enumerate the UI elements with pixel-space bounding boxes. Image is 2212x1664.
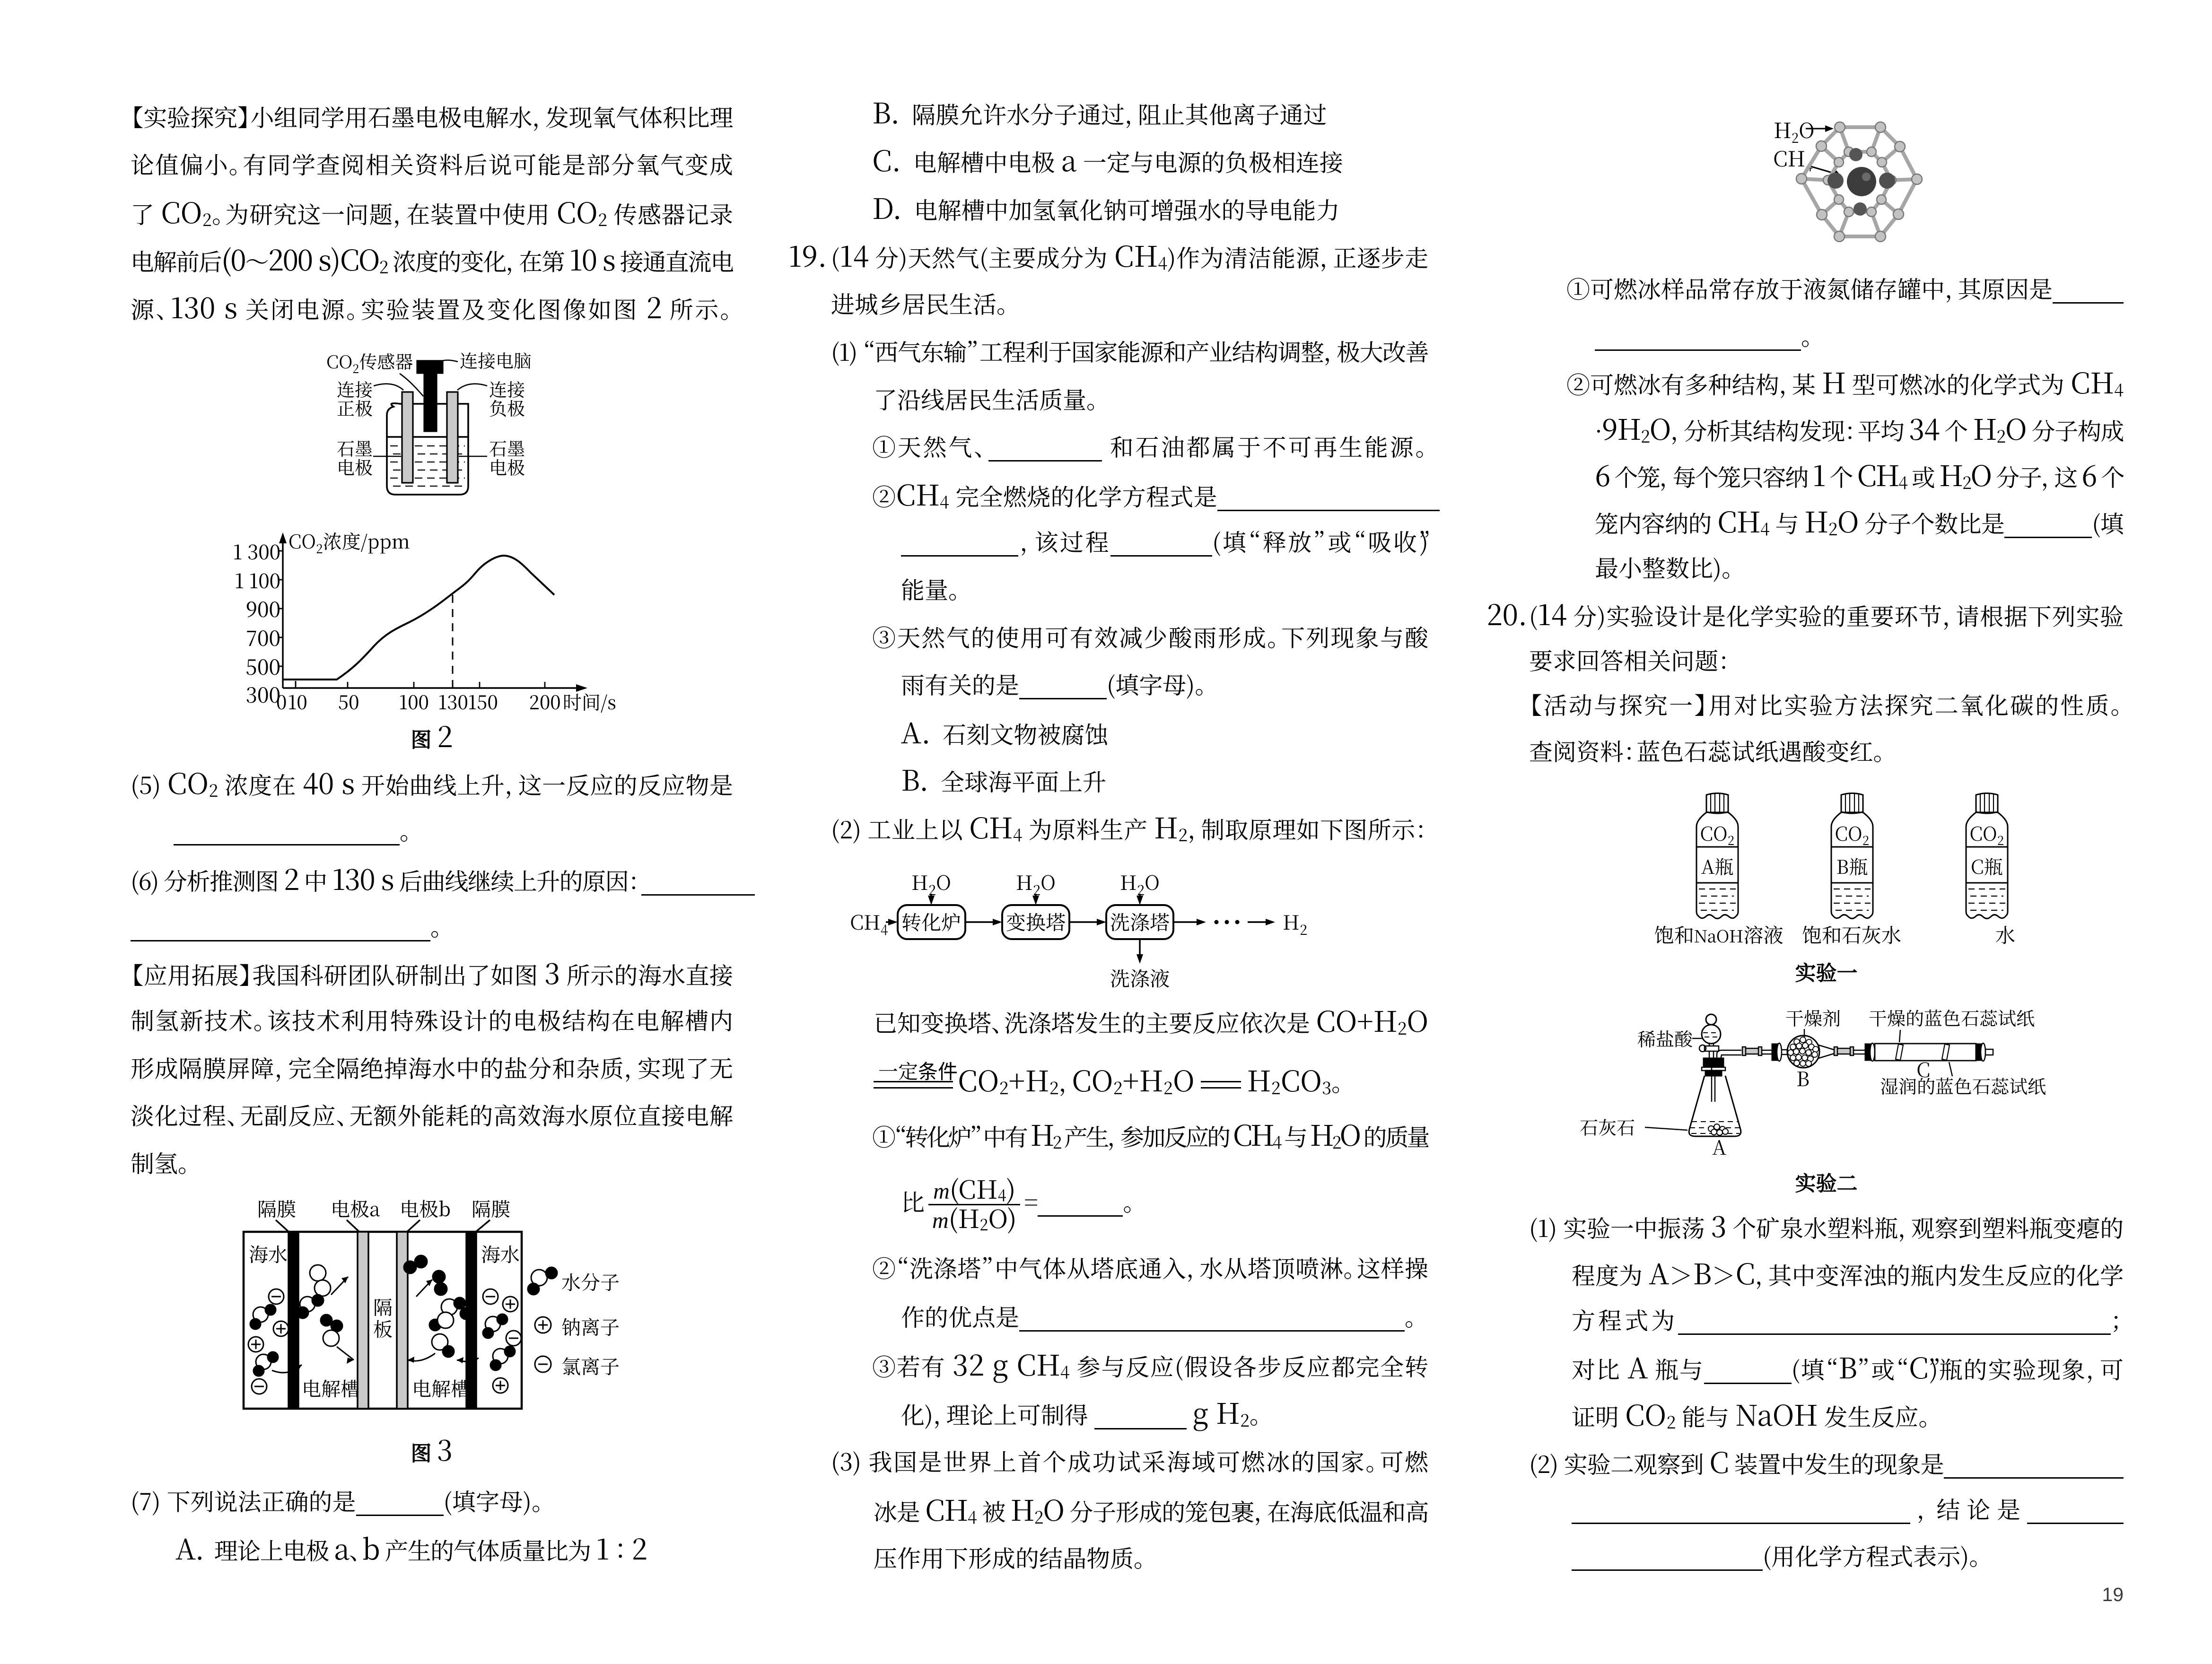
svg-text:饱和石灰水: 饱和石灰水	[1802, 920, 1901, 949]
svg-text:连接: 连接	[337, 375, 373, 401]
svg-text:正极: 正极	[337, 394, 373, 420]
svg-text:A瓶: A瓶	[1701, 853, 1734, 880]
svg-text:1 100: 1 100	[235, 566, 280, 594]
svg-text:干燥的蓝色石蕊试纸: 干燥的蓝色石蕊试纸	[1869, 1004, 2035, 1031]
svg-text:C瓶: C瓶	[1971, 853, 2003, 880]
svg-text:130: 130	[438, 688, 468, 715]
svg-text:电解槽: 电解槽	[302, 1374, 360, 1402]
svg-text:150: 150	[468, 688, 498, 715]
svg-text:电极: 电极	[337, 453, 373, 479]
svg-text:负极: 负极	[489, 394, 525, 420]
svg-text:石墨: 石墨	[489, 435, 525, 461]
svg-text:湿润的蓝色石蕊试纸: 湿润的蓝色石蕊试纸	[1880, 1072, 2046, 1099]
svg-text:1 300: 1 300	[233, 537, 280, 566]
svg-text:变换塔: 变换塔	[1006, 907, 1066, 936]
svg-text:10: 10	[288, 688, 307, 715]
svg-text:500: 500	[245, 651, 280, 681]
svg-text:CO2传感器: CO2传感器	[326, 348, 413, 377]
svg-text:钠离子: 钠离子	[561, 1312, 620, 1340]
svg-text:隔膜: 隔膜	[472, 1194, 510, 1222]
svg-text:CO2浓度/ppm: CO2浓度/ppm	[289, 527, 410, 557]
svg-text:洗涤塔: 洗涤塔	[1110, 907, 1170, 936]
svg-text:CO2: CO2	[1970, 819, 2004, 849]
svg-text:氯离子: 氯离子	[561, 1351, 620, 1379]
svg-text:CH4: CH4	[850, 907, 888, 939]
svg-text:A: A	[1712, 1133, 1726, 1161]
svg-text:转化炉: 转化炉	[901, 907, 961, 936]
svg-text:C: C	[1916, 1055, 1930, 1083]
svg-text:水分子: 水分子	[561, 1267, 620, 1295]
svg-text:洗涤液: 洗涤液	[1110, 964, 1170, 992]
svg-text:板: 板	[373, 1314, 393, 1342]
svg-text:CO2: CO2	[1835, 819, 1870, 849]
svg-text:100: 100	[399, 688, 428, 715]
svg-text:200: 200	[529, 688, 561, 715]
svg-text:电解槽: 电解槽	[412, 1374, 470, 1402]
svg-text:700: 700	[246, 622, 280, 652]
svg-text:H2: H2	[1283, 907, 1307, 939]
svg-text:CO2: CO2	[1700, 819, 1735, 849]
svg-text:电极b: 电极b	[400, 1194, 451, 1222]
svg-text:50: 50	[338, 688, 359, 715]
svg-text:B瓶: B瓶	[1836, 853, 1868, 880]
svg-text:连接: 连接	[489, 375, 525, 401]
svg-text:饱和NaOH溶液: 饱和NaOH溶液	[1654, 920, 1784, 949]
svg-text:水: 水	[1995, 920, 2015, 949]
svg-text:海水: 海水	[481, 1239, 520, 1267]
svg-text:900: 900	[245, 593, 280, 623]
svg-text:干燥剂: 干燥剂	[1785, 1004, 1841, 1031]
svg-text:隔膜: 隔膜	[257, 1194, 296, 1222]
svg-text:H2O: H2O	[1774, 114, 1815, 147]
svg-text:B: B	[1796, 1064, 1810, 1092]
svg-text:石灰石: 石灰石	[1580, 1114, 1635, 1140]
svg-text:海水: 海水	[249, 1239, 288, 1267]
svg-text:连接电脑: 连接电脑	[460, 347, 532, 373]
svg-text:稀盐酸: 稀盐酸	[1637, 1025, 1693, 1052]
svg-text:电极a: 电极a	[331, 1194, 380, 1222]
svg-text:0: 0	[276, 688, 287, 715]
svg-text:石墨: 石墨	[337, 435, 373, 461]
svg-text:电极: 电极	[489, 453, 525, 479]
svg-text:隔: 隔	[373, 1292, 393, 1320]
svg-text:时间/s: 时间/s	[563, 688, 616, 715]
svg-text:300: 300	[245, 679, 280, 709]
